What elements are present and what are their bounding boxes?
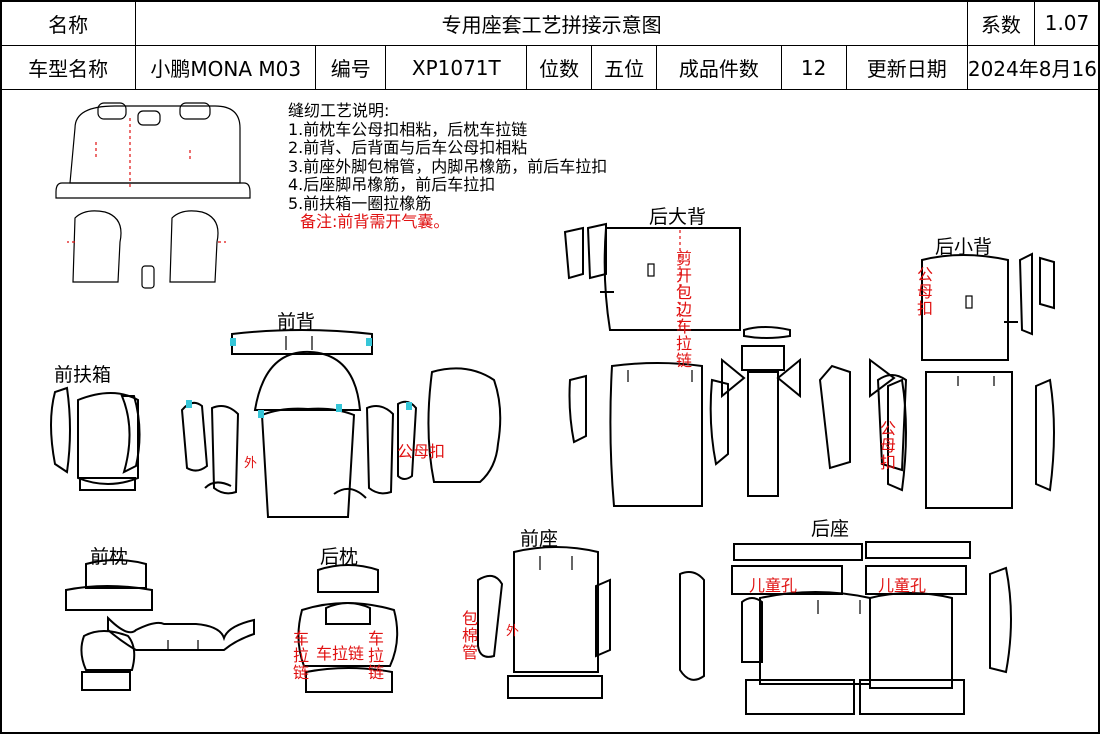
label-rear-small-back: 后小背 [935, 236, 993, 258]
annotation-cut-zipper: 剪开包边车拉链 [675, 249, 692, 370]
label-front-seat: 前座 [520, 528, 559, 550]
label-front-armrest: 前扶箱 [54, 364, 112, 386]
rear-headrest-pieces [297, 564, 399, 693]
update-date-label: 更新日期 [845, 45, 968, 90]
annotation-outer-1: 外 [244, 456, 258, 471]
annotation-snap-vertical-1: 公母扣 [916, 265, 933, 318]
label-rear-seat: 后座 [811, 518, 850, 540]
coefficient-value: 1.07 [1033, 0, 1100, 46]
annotation-snap-vertical-2: 公母扣 [879, 419, 896, 472]
pieces-value: 12 [780, 45, 847, 90]
note-line-4: 4.后座脚吊橡筋，前后车拉扣 [288, 175, 496, 194]
note-line-2: 2.前背、后背面与后车公母扣相粘 [288, 138, 528, 157]
coefficient-label: 系数 [966, 0, 1035, 46]
rear-big-back-pieces [563, 222, 908, 507]
label-front-headrest: 前枕 [90, 546, 129, 568]
seats-label: 位数 [526, 45, 593, 90]
seats-value: 五位 [591, 45, 658, 90]
code-value: XP1071T [385, 45, 528, 90]
notes-remark: 备注:前背需开气囊。 [300, 212, 450, 231]
note-line-5: 5.前扶箱一圈拉橡筋 [288, 193, 432, 213]
pieces-label: 成品件数 [656, 45, 782, 90]
page-title: 专用座套工艺拼接示意图 [135, 0, 968, 46]
front-armrest-pieces [50, 386, 141, 491]
note-line-1: 1.前枕车公母扣相粘，后枕车拉链 [288, 119, 528, 139]
sewing-notes: 缝纫工艺说明: 1.前枕车公母扣相粘，后枕车拉链 2.前背、后背面与后车公母扣相… [288, 101, 608, 232]
label-front-back: 前背 [277, 311, 316, 333]
label-rear-headrest: 后枕 [320, 546, 359, 568]
front-seat-pieces [477, 546, 611, 699]
annotation-child-hole-2: 儿童孔 [878, 576, 927, 595]
update-date-value: 2024年8月16日 [966, 45, 1100, 90]
model-label: 车型名称 [0, 45, 137, 90]
annotation-zipper-2: 车拉链 [316, 644, 365, 663]
annotation-snap-button: 公母扣 [397, 442, 446, 461]
annotation-zipper-1: 车拉链 [292, 629, 309, 682]
notes-title: 缝纫工艺说明: [288, 101, 390, 120]
front-back-pieces [180, 329, 502, 518]
annotation-outer-2: 外 [506, 624, 520, 639]
annotation-child-hole-1: 儿童孔 [749, 576, 798, 595]
annotation-cotton-tube: 包棉管 [461, 609, 478, 662]
title-block-table: 名称 专用座套工艺拼接示意图 系数 1.07 车型名称 小鹏MONA M03 编… [0, 0, 1100, 90]
label-rear-big-back: 后大背 [649, 206, 707, 228]
front-headrest-pieces [65, 559, 255, 691]
annotation-zipper-3: 车拉链 [367, 629, 384, 682]
note-line-3: 3.前座外脚包棉管，内脚吊橡筋，前后车拉扣 [288, 156, 608, 176]
rear-seat-pieces [679, 541, 1012, 715]
seat-overview-sketch [55, 102, 251, 289]
rear-small-back-pieces [887, 252, 1055, 509]
code-label: 编号 [315, 45, 387, 90]
model-value: 小鹏MONA M03 [135, 45, 317, 90]
